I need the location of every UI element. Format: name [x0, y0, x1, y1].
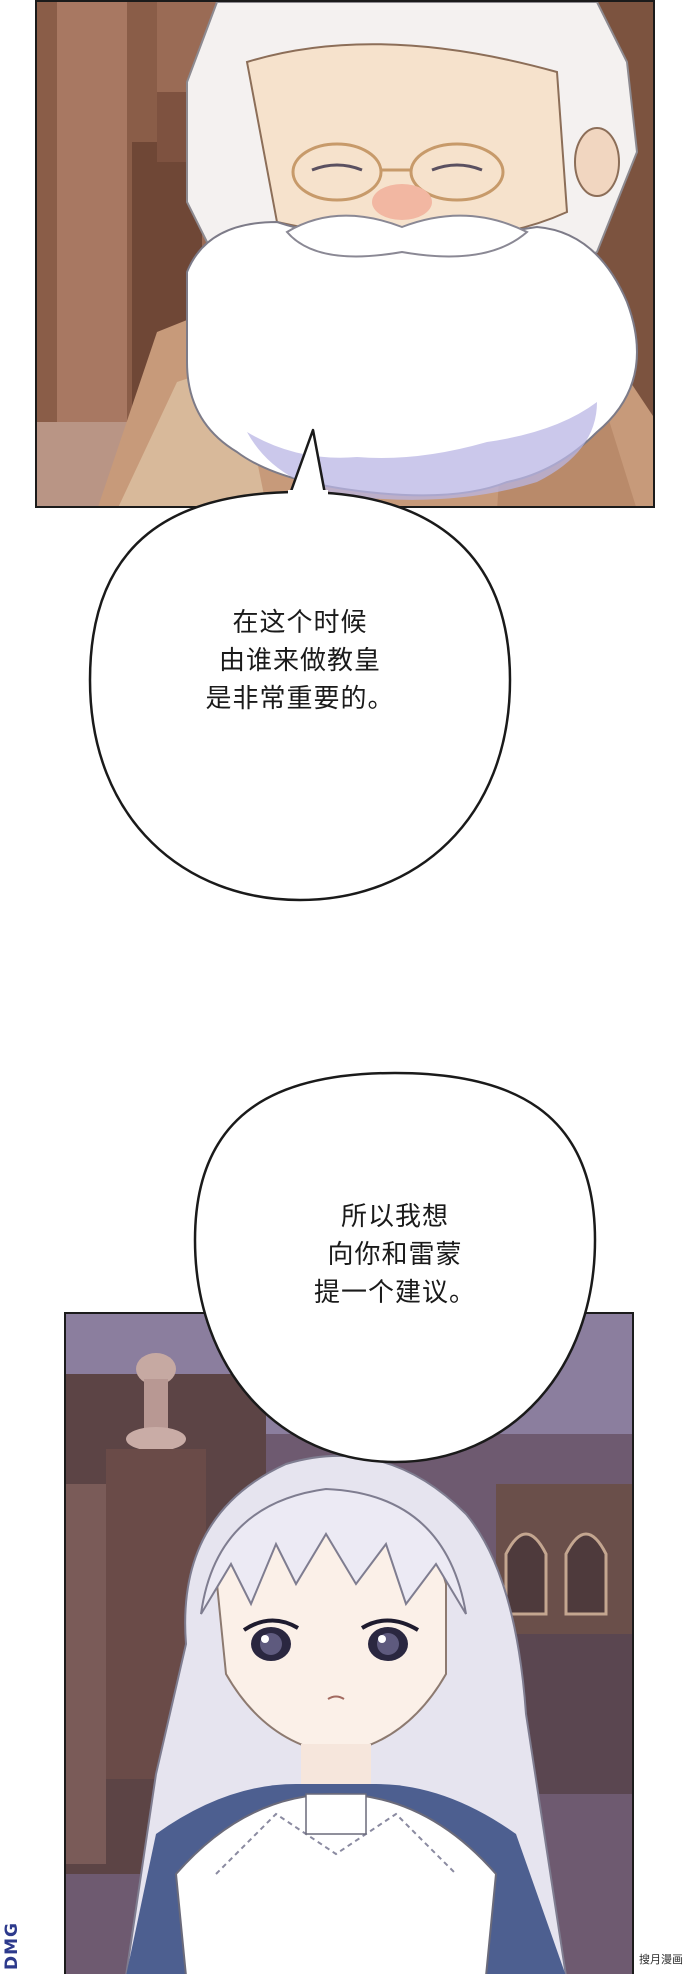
- watermark-left: DMG: [0, 1900, 24, 1974]
- bubble-1-line-1: 在这个时候: [232, 608, 368, 638]
- bubble-2-line-2: 向你和雷蒙: [327, 1240, 463, 1270]
- speech-bubble-1-text: 在这个时候 由谁来做教皇 是非常重要的。: [160, 604, 440, 718]
- bubble-1-line-3: 是非常重要的。: [205, 684, 395, 714]
- bubble-2-line-3: 提一个建议。: [313, 1278, 476, 1308]
- bubble-1-line-2: 由谁来做教皇: [218, 646, 381, 676]
- speech-bubble-1: [88, 428, 512, 902]
- watermark-right: 搜月漫画: [636, 1950, 686, 1968]
- bubble-2-line-1: 所以我想: [340, 1202, 449, 1232]
- old-man-illustration: [37, 2, 653, 506]
- speech-bubble-2: [193, 1071, 597, 1464]
- watermark-left-text: DMG: [2, 1922, 22, 1970]
- top-panel: [35, 0, 655, 508]
- speech-bubble-2-text: 所以我想 向你和雷蒙 提一个建议。: [265, 1198, 525, 1312]
